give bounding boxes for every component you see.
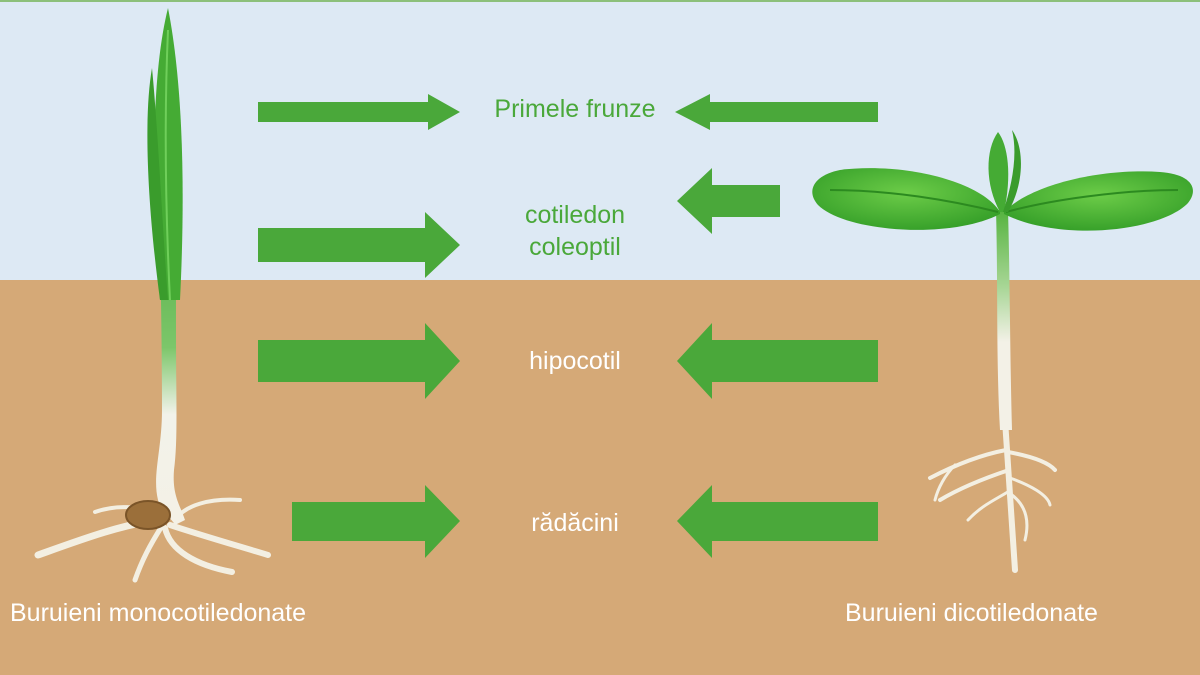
caption-monocot: Buruieni monocotiledonate [10,599,307,627]
arrow-right-first-leaves [258,94,460,130]
arrow-left-hypocotyl [677,323,878,399]
arrow-right-roots [292,485,460,558]
label-first-leaves: Primele frunze [494,95,656,123]
dicot-leaf-right [1004,171,1193,231]
label-cotyledon: cotiledon [524,201,626,229]
monocot-leaf-side [147,68,168,300]
dicot-plant [812,130,1193,573]
arrow-right-cotyledon [258,212,460,278]
monocot-seed [125,500,171,530]
arrow-left-first-leaves [675,94,878,130]
arrows-left [258,94,460,558]
label-coleoptile: coleoptil [529,233,621,261]
dicot-bud [988,132,1009,212]
monocot-plant [34,8,271,583]
dicot-stem [996,210,1012,430]
dicot-leaf-left [812,168,1000,230]
arrow-left-cotyledon [677,168,780,234]
caption-dicot: Buruieni dicotiledonate [845,599,1098,627]
arrow-right-hypocotyl [258,323,460,399]
label-hypocotyl: hipocotil [529,347,621,375]
arrow-left-roots [677,485,878,558]
label-roots: rădăcini [531,509,619,537]
arrows-right [675,94,878,558]
dicot-roots [928,417,1057,573]
